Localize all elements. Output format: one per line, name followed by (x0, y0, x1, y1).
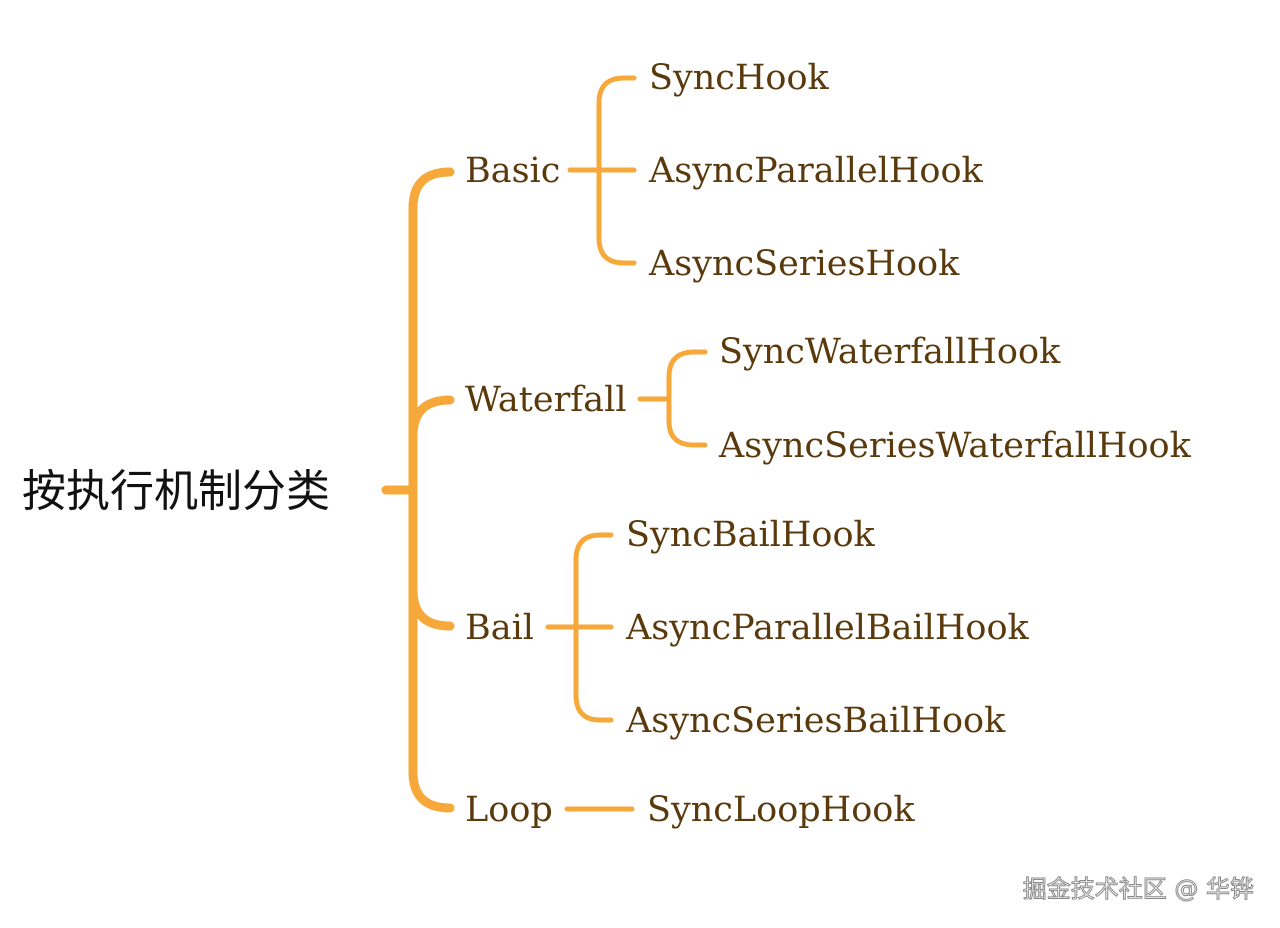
hook-async-series-hook: AsyncSeriesHook (648, 244, 960, 284)
watermark: 掘金技术社区 @ 华铧 (1022, 875, 1254, 904)
hook-async-series-bail-hook: AsyncSeriesBailHook (625, 701, 1006, 741)
hook-async-series-waterfall-hook: AsyncSeriesWaterfallHook (718, 426, 1192, 466)
waterfall-connector (637, 349, 708, 448)
hook-sync-waterfall-hook: SyncWaterfallHook (719, 332, 1061, 372)
hook-async-parallel-hook: AsyncParallelHook (648, 151, 984, 191)
root-connector (381, 167, 455, 813)
bail-connector (545, 532, 614, 723)
group-basic: Basic (465, 151, 560, 191)
root-node: 按执行机制分类 (22, 466, 330, 517)
hook-sync-loop-hook: SyncLoopHook (647, 790, 915, 830)
group-bail: Bail (465, 608, 534, 648)
hook-sync-bail-hook: SyncBailHook (626, 515, 876, 555)
hook-async-parallel-bail-hook: AsyncParallelBailHook (625, 608, 1030, 648)
group-waterfall: Waterfall (465, 380, 627, 420)
basic-connector (567, 75, 637, 266)
group-loop: Loop (465, 790, 553, 830)
hook-sync-hook: SyncHook (649, 58, 830, 98)
